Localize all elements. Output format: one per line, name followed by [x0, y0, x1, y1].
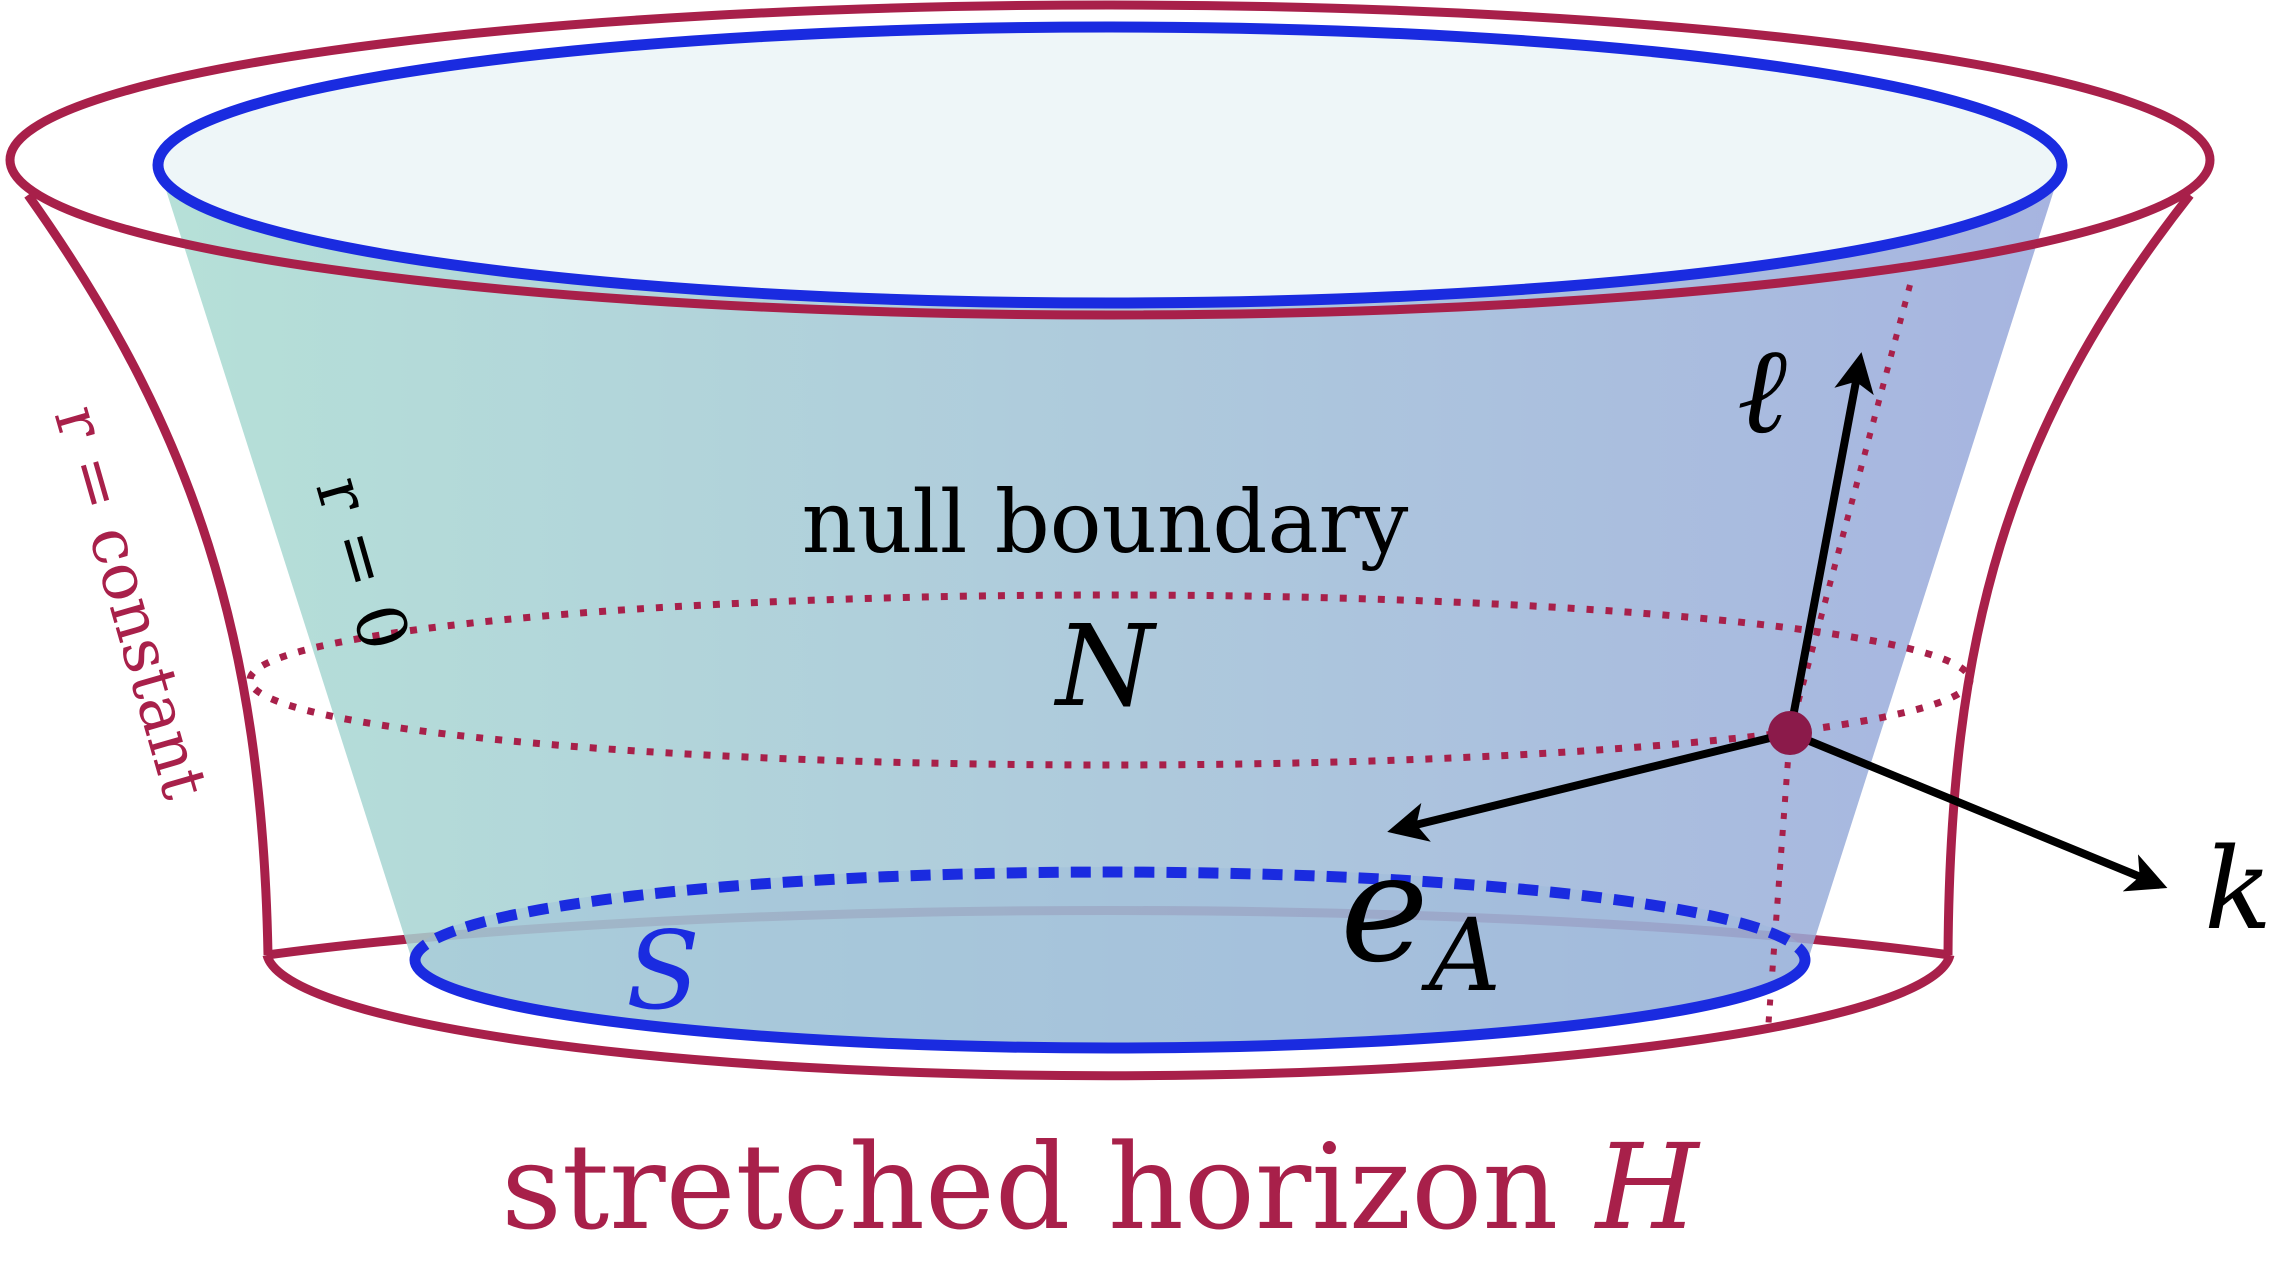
surface-S-fill	[415, 867, 1805, 1043]
stretched-horizon-text: stretched horizon	[501, 1118, 1596, 1256]
top-cap-outline	[152, 21, 2068, 309]
e-letter: e	[1340, 822, 1429, 996]
N-label: N	[1053, 602, 1158, 732]
r-zero-dotted-ring	[246, 591, 1974, 769]
ell-vector-arrow	[1786, 352, 1874, 734]
k-vector-arrow	[1788, 729, 2168, 892]
H-label: H	[1594, 1118, 1701, 1256]
r-constant-label: r = constant	[39, 398, 222, 807]
horizon-left-wall	[24, 192, 273, 956]
null-boundary-label: null boundary	[802, 473, 1409, 573]
eA-label: eA	[1340, 822, 1501, 1014]
A-subscript: A	[1421, 897, 1501, 1014]
horizon-top-ring	[5, 0, 2215, 320]
ell-label: ℓ	[1737, 322, 1787, 461]
null-boundary-surface	[158, 165, 2062, 1044]
surface-S-front	[409, 959, 1811, 1054]
horizon-bottom-front-arc	[262, 953, 1955, 1081]
surface-S-back-dashed	[409, 866, 1811, 961]
top-cap-fill	[158, 27, 2062, 303]
S-label: S	[626, 909, 700, 1034]
k-label: k	[2204, 825, 2272, 955]
horizon-right-wall	[1943, 192, 2194, 956]
eA-vector-arrow	[1387, 729, 1791, 842]
point-on-surface	[1768, 711, 1812, 755]
stretched-horizon-label: stretched horizon H	[501, 1118, 1701, 1256]
